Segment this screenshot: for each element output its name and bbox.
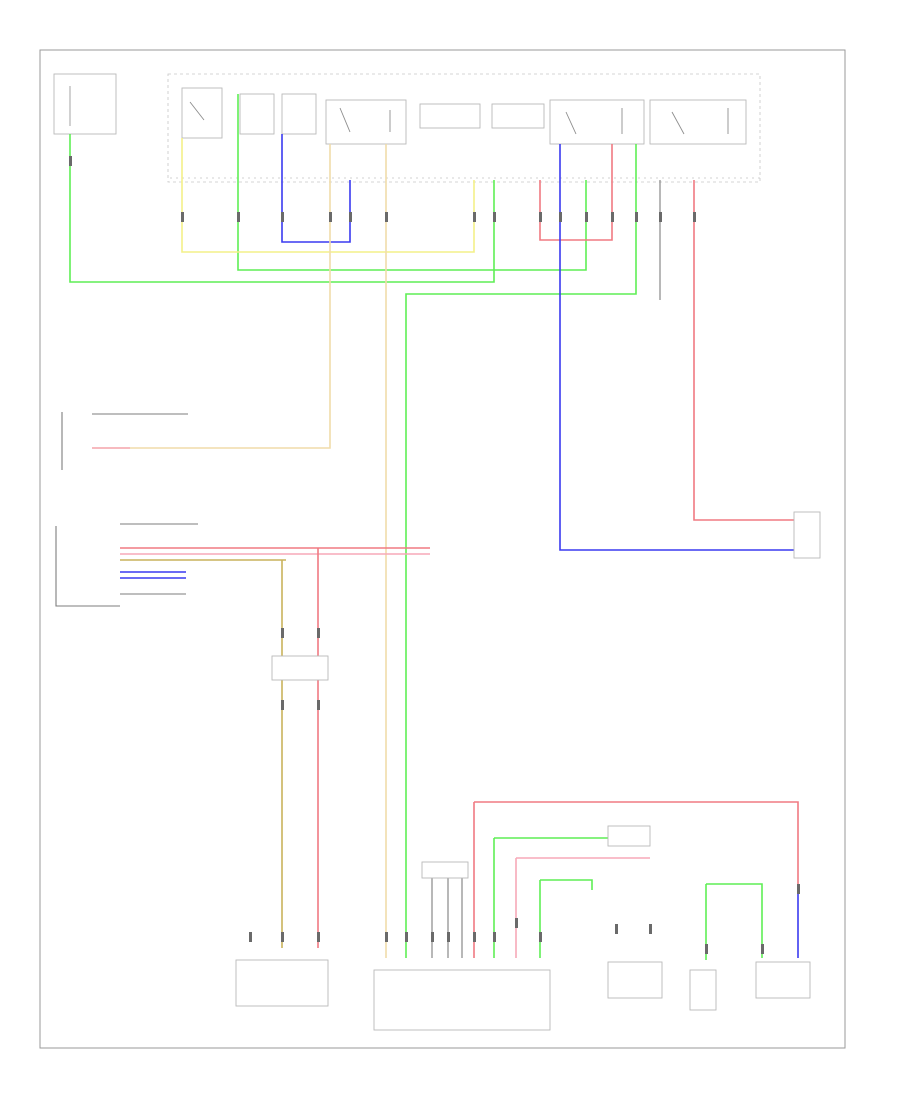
- battery-fuse-box: [53, 73, 117, 135]
- fuse-3-box: [281, 93, 317, 135]
- front-left-sensor-box: [755, 961, 811, 999]
- front-right-sensor-relay: [607, 825, 651, 847]
- main-ecu-connector: [373, 969, 551, 1031]
- fuse-dashed-frame: [167, 73, 761, 183]
- dual-relay-box: [325, 99, 407, 145]
- left-ecu-box: [235, 959, 329, 1007]
- yaw-sensor-group: [793, 511, 821, 559]
- relay-d-box: [649, 99, 747, 145]
- relay-a-box: [419, 103, 481, 129]
- ground-block: [421, 861, 469, 879]
- top-fuse-region: [53, 73, 761, 183]
- relay-c-box: [549, 99, 645, 145]
- fuse-2-box: [239, 93, 275, 135]
- ignition-switch-box: [181, 87, 223, 139]
- rear-left-sensor-box: [607, 961, 663, 999]
- relay-b-box: [491, 103, 545, 129]
- rear-right-sensor-box: [689, 969, 717, 1011]
- junction-box: [271, 655, 329, 681]
- bottom-right-sensors: [373, 801, 811, 1031]
- diagram-frame: [39, 49, 846, 1049]
- connector-marks: [69, 156, 800, 954]
- yaw-sensor-box: [793, 511, 821, 559]
- middle-left-modules: [55, 412, 430, 1007]
